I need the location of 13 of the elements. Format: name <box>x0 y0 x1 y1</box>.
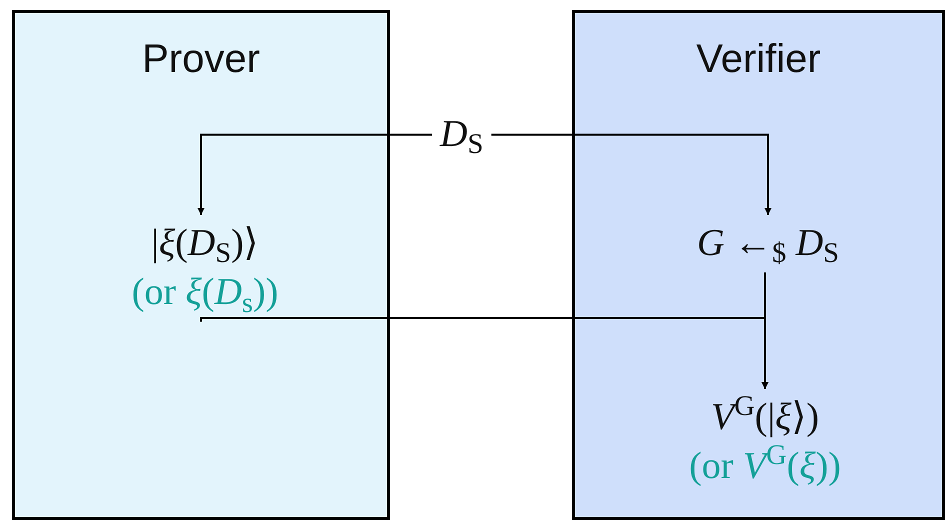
connector-arrow <box>198 134 432 215</box>
connector-arrow <box>762 272 768 389</box>
panel-title: Prover <box>141 39 261 79</box>
math-expression: V$^{G}$(|ξ⟩) <box>710 393 819 440</box>
math-expression: |ξ(D$_{S}$)⟩ <box>151 221 259 268</box>
panel-box <box>12 10 390 520</box>
math-expression: D$_{S}$ <box>440 112 484 160</box>
connector-arrow <box>491 134 772 215</box>
alternative-expression: (or ξ(D$_{s}$)) <box>132 270 278 318</box>
panel-box <box>572 10 945 520</box>
alternative-expression: (or V$^{G}$(ξ)) <box>689 442 841 490</box>
panel-title: Verifier <box>695 39 822 79</box>
math-expression: G ←$_{$}$ D$_{S}$ <box>696 221 839 268</box>
